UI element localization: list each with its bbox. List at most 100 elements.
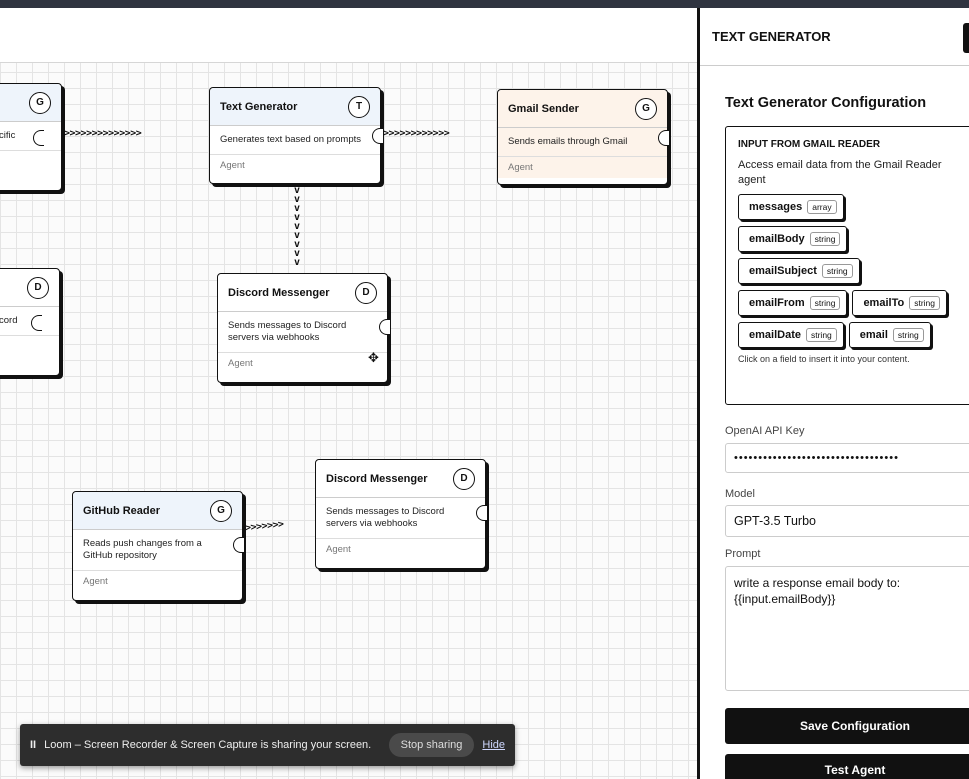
field-type: array xyxy=(807,200,837,214)
edge-github-to-discord: >>>>>>> xyxy=(244,519,285,534)
field-type: string xyxy=(809,232,841,246)
edge-v-mark: v xyxy=(293,257,301,268)
node-discord-messenger-2[interactable]: Discord Messenger D Sends messages to Di… xyxy=(315,459,487,569)
node-description: Sends messages to Discord servers via we… xyxy=(316,498,485,539)
node-description: Generates text based on prompts xyxy=(210,126,380,155)
node-title: Text Generator xyxy=(220,100,298,113)
output-port[interactable] xyxy=(476,505,487,521)
node-badge: G xyxy=(635,97,657,120)
node-description: Sends messages to Discord servers via we… xyxy=(218,312,387,353)
input-fields-box: INPUT FROM GMAIL READER Access email dat… xyxy=(725,126,969,405)
node-header: GitHub Reader G xyxy=(73,492,242,530)
loom-message: Loom – Screen Recorder & Screen Capture … xyxy=(44,739,372,751)
node-badge: G xyxy=(210,499,232,522)
node-badge: T xyxy=(348,95,370,118)
node-description: cord xyxy=(0,307,59,336)
field-type: string xyxy=(909,296,940,310)
edge-v-mark: v xyxy=(293,239,301,250)
api-key-label: OpenAI API Key xyxy=(725,425,805,437)
output-port[interactable] xyxy=(372,128,383,144)
output-port[interactable] xyxy=(233,537,244,553)
output-port[interactable] xyxy=(379,319,390,335)
node-footer: Agent xyxy=(83,576,108,587)
field-chip-emailsubject[interactable]: emailSubject string xyxy=(738,258,860,284)
edge-v-mark: v xyxy=(293,185,301,196)
field-chip-emaildate[interactable]: emailDate string xyxy=(738,322,844,348)
prompt-textarea[interactable]: write a response email body to: {{input.… xyxy=(725,566,969,691)
node-header: D xyxy=(0,269,59,307)
field-chip-email[interactable]: email string xyxy=(848,322,931,348)
test-agent-button[interactable]: Test Agent xyxy=(725,754,969,779)
model-select[interactable]: GPT-3.5 Turbo xyxy=(725,505,969,537)
node-title: Discord Messenger xyxy=(326,472,428,485)
node-title: GitHub Reader xyxy=(83,504,161,517)
node-header: G xyxy=(0,84,61,122)
field-name: emailSubject xyxy=(749,265,817,277)
close-panel-button[interactable] xyxy=(963,23,969,53)
panel-divider[interactable] xyxy=(697,8,700,779)
node-discord-partial[interactable]: D cord xyxy=(0,268,60,376)
node-footer: Agent xyxy=(228,358,253,369)
node-github-reader[interactable]: GitHub Reader G Reads push changes from … xyxy=(72,491,244,601)
node-header: Discord Messenger D xyxy=(218,274,387,312)
node-description: cific xyxy=(0,122,61,151)
stop-sharing-button[interactable]: Stop sharing xyxy=(388,733,475,757)
node-text-generator[interactable]: Text Generator T Generates text based on… xyxy=(209,87,383,184)
field-name: emailBody xyxy=(749,233,805,245)
edge-v-mark: v xyxy=(293,221,301,232)
canvas-header xyxy=(0,8,697,63)
node-header: Gmail Sender G xyxy=(498,90,667,128)
edge-text-generator-to-gmail-sender: >>>>>>>>>>>> xyxy=(383,128,450,139)
input-box-description: Access email data from the Gmail Reader … xyxy=(738,159,942,186)
config-title: Text Generator Configuration xyxy=(725,95,927,111)
edge-v-mark: v xyxy=(293,248,301,259)
node-discord-messenger-1[interactable]: Discord Messenger D Sends messages to Di… xyxy=(217,273,390,383)
model-label: Model xyxy=(725,488,755,500)
field-chip-messages[interactable]: messages array xyxy=(738,194,844,220)
node-header: Discord Messenger D xyxy=(316,460,485,498)
edge-gmail-reader-to-text-generator: >>>>>>>>>>>>>> xyxy=(64,128,142,139)
workflow-canvas[interactable]: G cific D cord Text Generator T Generate… xyxy=(0,8,697,779)
node-footer: Agent xyxy=(326,544,351,555)
output-port[interactable] xyxy=(658,130,669,146)
node-header: Text Generator T xyxy=(210,88,380,126)
input-box-hint: Click on a field to insert it into your … xyxy=(738,354,910,364)
output-port[interactable] xyxy=(33,130,44,146)
field-chip-emailbody[interactable]: emailBody string xyxy=(738,226,848,252)
node-badge: D xyxy=(355,281,377,304)
input-box-title: INPUT FROM GMAIL READER xyxy=(738,139,881,150)
node-badge: D xyxy=(27,276,49,299)
field-type: string xyxy=(821,264,853,278)
node-badge: D xyxy=(453,467,475,490)
field-chip-emailto[interactable]: emailTo string xyxy=(852,290,947,316)
node-gmail-reader[interactable]: G cific xyxy=(0,83,62,191)
output-port[interactable] xyxy=(31,315,42,331)
field-type: string xyxy=(892,328,924,342)
loom-sharing-bar: II Loom – Screen Recorder & Screen Captu… xyxy=(20,724,515,766)
panel-title: TEXT GENERATOR xyxy=(712,29,831,44)
panel-header: TEXT GENERATOR xyxy=(700,8,969,66)
field-name: emailDate xyxy=(749,329,801,341)
move-cursor-icon: ✥ xyxy=(368,350,379,365)
field-type: string xyxy=(809,296,841,310)
node-title: Gmail Sender xyxy=(508,102,579,115)
edge-v-mark: v xyxy=(293,230,301,241)
node-title: Discord Messenger xyxy=(228,286,330,299)
field-name: email xyxy=(859,329,888,341)
field-name: emailTo xyxy=(863,297,905,309)
node-description: Sends emails through Gmail xyxy=(498,128,667,157)
node-footer: Agent xyxy=(220,160,245,171)
node-gmail-sender[interactable]: Gmail Sender G Sends emails through Gmai… xyxy=(497,89,669,185)
edge-v-mark: v xyxy=(293,212,301,223)
field-name: messages xyxy=(749,201,803,213)
field-type: string xyxy=(805,328,837,342)
node-badge: G xyxy=(29,91,51,114)
api-key-input[interactable]: •••••••••••••••••••••••••••••••••• xyxy=(725,443,969,473)
save-configuration-button[interactable]: Save Configuration xyxy=(725,708,969,744)
browser-top-bar xyxy=(0,0,969,8)
edge-v-mark: v xyxy=(293,203,301,214)
hide-link[interactable]: Hide xyxy=(482,739,505,751)
pause-icon[interactable]: II xyxy=(30,739,37,751)
node-footer: Agent xyxy=(498,157,667,178)
